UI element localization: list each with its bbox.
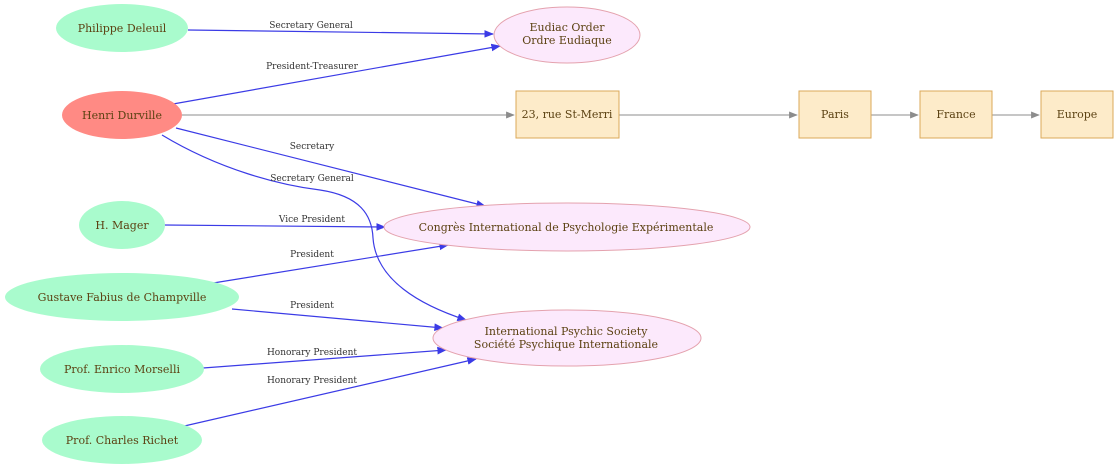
place-node-france[interactable]: France: [919, 90, 993, 139]
org-label-line-2: Ordre Eudiaque: [522, 34, 611, 47]
edges: [161, 29, 1040, 428]
edge-label-deleuil-eudiac: Secretary General: [269, 21, 353, 31]
person-node-deleuil[interactable]: Philippe Deleuil: [56, 4, 188, 52]
person-node-richet[interactable]: Prof. Charles Richet: [42, 416, 202, 464]
person-label: H. Mager: [95, 219, 149, 232]
edge-label-durville-ips: Secretary General: [270, 174, 354, 184]
person-node-durville[interactable]: Henri Durville: [62, 91, 182, 139]
edge-label-champville-ips: President: [290, 301, 334, 311]
place-label: Europe: [1057, 108, 1098, 121]
org-label-line-1: International Psychic Society: [485, 325, 649, 338]
org-label-line-1: Congrès International de Psychologie Exp…: [419, 221, 714, 234]
edge-deleuil-eudiac: [187, 29, 494, 38]
place-node-address[interactable]: 23, rue St-Merri: [515, 90, 620, 139]
org-label-line-1: Eudiac Order: [530, 21, 606, 34]
place-node-paris[interactable]: Paris: [798, 90, 872, 139]
edge-label-champville-congres: President: [290, 250, 334, 260]
edge-durville-congres: [175, 127, 486, 208]
edge-label-mager-congres: Vice President: [278, 215, 346, 225]
edge-champville-ips: [231, 308, 444, 332]
edge-richet-ips: [179, 357, 477, 428]
place-label: France: [936, 108, 975, 121]
edge-durville-ips: [161, 134, 467, 321]
edge-label-durville-congres: Secretary: [290, 142, 335, 152]
edge-label-richet-ips: Honorary President: [267, 376, 357, 386]
place-label: Paris: [821, 108, 849, 121]
edge-durville-eudiac: [172, 43, 501, 105]
person-label: Prof. Enrico Morselli: [64, 363, 180, 376]
edge-morselli-ips: [202, 346, 447, 369]
person-node-mager[interactable]: H. Mager: [79, 201, 165, 249]
org-node-ips[interactable]: International Psychic Society Société Ps…: [432, 309, 702, 367]
org-label-line-2: Société Psychique Internationale: [474, 338, 658, 351]
edge-label-morselli-ips: Honorary President: [267, 348, 357, 358]
place-node-europe[interactable]: Europe: [1040, 90, 1114, 139]
person-label: Henri Durville: [82, 109, 162, 122]
person-label: Philippe Deleuil: [78, 22, 167, 35]
edge-champville-congres: [206, 242, 449, 285]
edge-labels: Secretary General President-Treasurer Se…: [266, 21, 358, 386]
person-label: Gustave Fabius de Champville: [38, 291, 207, 304]
person-node-morselli[interactable]: Prof. Enrico Morselli: [40, 345, 204, 393]
edge-mager-congres: [163, 223, 386, 231]
place-nodes: 23, rue St-Merri Paris France Europe: [515, 90, 1114, 139]
person-nodes: Philippe Deleuil Henri Durville H. Mager…: [5, 4, 239, 464]
organization-nodes: Eudiac Order Ordre Eudiaque Congrès Inte…: [383, 6, 751, 367]
org-node-eudiac[interactable]: Eudiac Order Ordre Eudiaque: [493, 6, 641, 64]
place-label: 23, rue St-Merri: [522, 108, 613, 121]
edge-label-durville-eudiac: President-Treasurer: [266, 62, 358, 72]
person-label: Prof. Charles Richet: [66, 434, 179, 447]
org-node-congres[interactable]: Congrès International de Psychologie Exp…: [383, 202, 751, 252]
person-node-champville[interactable]: Gustave Fabius de Champville: [5, 273, 239, 321]
